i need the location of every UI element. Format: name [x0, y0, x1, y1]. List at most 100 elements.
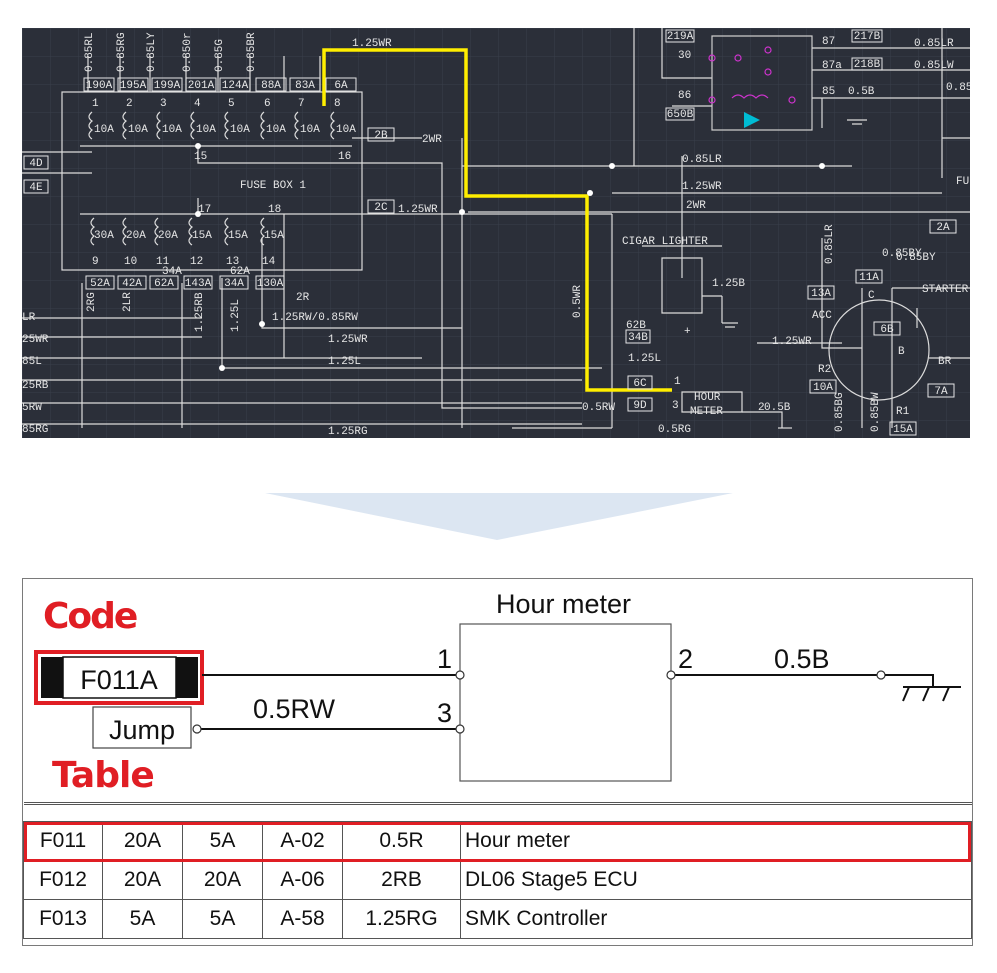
schematic-tag-box — [255, 77, 287, 92]
table-cell: 5A — [182, 899, 263, 939]
schematic-label: 130A — [257, 278, 284, 290]
schematic-label: 6A — [334, 80, 348, 92]
schematic-label: 0.85LR — [914, 38, 954, 50]
schematic-label: 85L — [22, 356, 42, 368]
schematic-label: 10 — [124, 256, 137, 268]
fuse-icon — [330, 111, 336, 140]
schematic-label: 0.5RW — [582, 402, 615, 414]
schematic-tag-box — [367, 127, 395, 142]
schematic-label: 14 — [262, 256, 276, 268]
wire-left-label: 0.5RW — [253, 694, 336, 724]
schematic-label: BR — [938, 356, 952, 368]
schematic-label: ACC — [812, 310, 832, 322]
schematic-label: 62A — [154, 278, 174, 290]
schematic-tag-box — [117, 77, 149, 92]
schematic-label: 2C — [374, 202, 388, 214]
schematic-label: 15A — [893, 424, 913, 436]
schematic-tag-box — [665, 29, 695, 43]
table-cell: 1.25RG — [342, 899, 461, 939]
pin-3-label: 3 — [437, 698, 452, 728]
fuse-icon — [90, 217, 96, 246]
schematic-label: 86 — [678, 90, 691, 102]
schematic-label: 8 — [334, 98, 341, 110]
schematic-label: 0.5RG — [658, 424, 691, 436]
schematic-label: 25RB — [22, 380, 49, 392]
schematic-tag-box — [117, 275, 147, 290]
schematic-label: CIGAR LIGHTER — [622, 236, 708, 248]
schematic-label: 18 — [268, 204, 281, 216]
table-annotation: Table — [52, 755, 155, 796]
schematic-label: 11A — [859, 272, 879, 284]
schematic-label: 85RG — [22, 424, 48, 436]
schematic-label: 0.85BY — [896, 252, 936, 264]
schematic-label: 0.85BG — [834, 392, 846, 432]
schematic-label: 15A — [264, 230, 284, 242]
table-cell: 20A — [182, 860, 263, 900]
schematic-label: 6C — [633, 378, 647, 390]
schematic-label: STARTER — [922, 284, 969, 296]
schematic-label: 0.85LY — [146, 32, 158, 72]
schematic-label: 2A — [936, 222, 950, 234]
schematic-label: 190A — [86, 80, 113, 92]
schematic-label: 16 — [338, 151, 351, 163]
fuse-icon — [88, 111, 94, 140]
schematic-label: 1.25L — [628, 353, 661, 365]
jump-box-text: Jump — [109, 715, 175, 745]
schematic-tag-box — [889, 421, 917, 436]
schematic-label: 83A — [295, 80, 315, 92]
schematic-label: LR — [22, 312, 36, 324]
schematic-label: 4E — [29, 182, 43, 194]
schematic-label: 2R — [296, 292, 310, 304]
schematic-label: 2B — [374, 130, 388, 142]
fuse-icon — [154, 217, 160, 246]
schematic-label: 10A — [813, 382, 833, 394]
pin-2-label: 2 — [678, 644, 693, 674]
schematic-label: 1.25WR — [352, 38, 392, 50]
schematic-label: 17 — [198, 204, 211, 216]
schematic-label: 62B — [626, 320, 646, 332]
schematic-label: 0.85LR — [682, 154, 722, 166]
schematic-label: 0.85G — [214, 39, 226, 72]
schematic-label: 30A — [94, 230, 114, 242]
schematic-tag-box — [185, 77, 217, 92]
schematic-label: 124A — [222, 80, 249, 92]
schematic-label: 0.5WR — [572, 285, 584, 318]
schematic-label: 1.25RB — [194, 292, 206, 332]
table-cell: 20A — [102, 821, 183, 861]
table-row-highlight — [24, 822, 971, 862]
pin-1-label: 1 — [437, 644, 452, 674]
schematic-label: 30 — [678, 50, 691, 62]
schematic-label: 1.25WR — [772, 336, 812, 348]
schematic-tag-box — [85, 275, 115, 290]
schematic-label: 1.25WR — [328, 334, 368, 346]
schematic-label: 34B — [628, 332, 648, 344]
table-cell: A-58 — [262, 899, 343, 939]
schematic-label: 9 — [92, 256, 99, 268]
schematic-label: 1 — [92, 98, 99, 110]
table-cell: 20A — [102, 860, 183, 900]
fuse-icon — [190, 111, 196, 140]
schematic-tag-box — [809, 379, 837, 394]
schematic-tag-box — [665, 107, 695, 121]
schematic-label: 219A — [667, 31, 694, 43]
code-box-text: F011A — [80, 665, 158, 695]
fuse-table: F011 20A 5A A-02 0.5R Hour meter F012 20… — [23, 802, 972, 939]
schematic-label: 10A — [94, 124, 114, 136]
ground-icon — [885, 674, 961, 702]
schematic-label: 1.25L — [328, 356, 361, 368]
schematic-label: 15 — [194, 151, 207, 163]
schematic-label: 13 — [226, 256, 239, 268]
schematic-label: 0.5B — [848, 86, 875, 98]
schematic-label: 2LR — [122, 292, 134, 312]
schematic-label: 15A — [192, 230, 212, 242]
schematic-label: 1.25L — [230, 299, 242, 332]
schematic-label: 199A — [154, 80, 181, 92]
schematic-tag-box — [929, 219, 957, 234]
schematic-label: 10A — [300, 124, 320, 136]
schematic-label: 143A — [185, 278, 212, 290]
schematic-tag-box — [627, 375, 653, 390]
schematic-label: 6B — [880, 324, 894, 336]
schematic-tag-box — [807, 285, 835, 300]
